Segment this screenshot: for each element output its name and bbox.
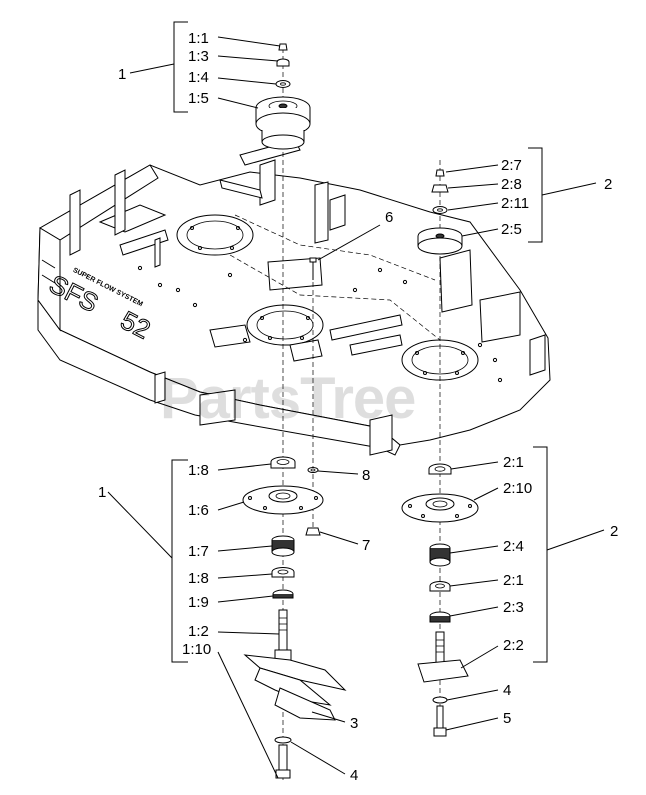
pulley-assembly-right [417, 169, 463, 255]
callout-labels: 1 1:1 1:3 1:4 1:5 2 2:7 2:8 2:11 2:5 6 1… [98, 30, 618, 784]
callout-2-5: 2:5 [501, 221, 522, 238]
pulley-assembly-left [255, 43, 311, 150]
callout-2-1a: 2:1 [503, 454, 524, 471]
callout-1-1: 1:1 [188, 30, 209, 47]
nut-7 [305, 527, 321, 536]
callout-1-8a: 1:8 [188, 462, 209, 479]
callout-1-10: 1:10 [182, 641, 211, 658]
spindle-assembly-left [242, 456, 347, 779]
callout-1-6: 1:6 [188, 502, 209, 519]
bolt-6 [309, 257, 317, 280]
callout-2-8: 2:8 [501, 176, 522, 193]
callout-5: 5 [503, 710, 511, 727]
callout-2-11: 2:11 [501, 195, 529, 212]
callout-1-7: 1:7 [188, 543, 209, 560]
callout-4-right: 4 [503, 682, 511, 699]
callout-4-left: 4 [350, 767, 358, 784]
callout-6: 6 [385, 209, 393, 226]
leader-lines [107, 21, 605, 779]
callout-1-4: 1:4 [188, 69, 209, 86]
callout-2-1b: 2:1 [503, 572, 524, 589]
callout-1-2: 1:2 [188, 623, 209, 640]
callout-2-7: 2:7 [501, 157, 522, 174]
callout-2-2: 2:2 [503, 637, 524, 654]
washer-8 [307, 467, 319, 473]
callout-group-1-top: 1 [118, 66, 126, 83]
callout-1-3: 1:3 [188, 48, 209, 65]
callout-2-3: 2:3 [503, 599, 524, 616]
callout-group-1-bottom: 1 [98, 484, 106, 501]
callout-8: 8 [362, 467, 370, 484]
callout-1-5: 1:5 [188, 90, 209, 107]
callout-1-8b: 1:8 [188, 570, 209, 587]
watermark: PartsTree [160, 366, 415, 431]
callout-7: 7 [362, 537, 370, 554]
callout-group-2-top: 2 [604, 176, 612, 193]
callout-1-9: 1:9 [188, 594, 209, 611]
callout-2-4: 2:4 [503, 538, 524, 555]
callout-group-2-bottom: 2 [610, 523, 618, 540]
callout-3: 3 [350, 715, 358, 732]
callout-2-10: 2:10 [503, 480, 532, 497]
